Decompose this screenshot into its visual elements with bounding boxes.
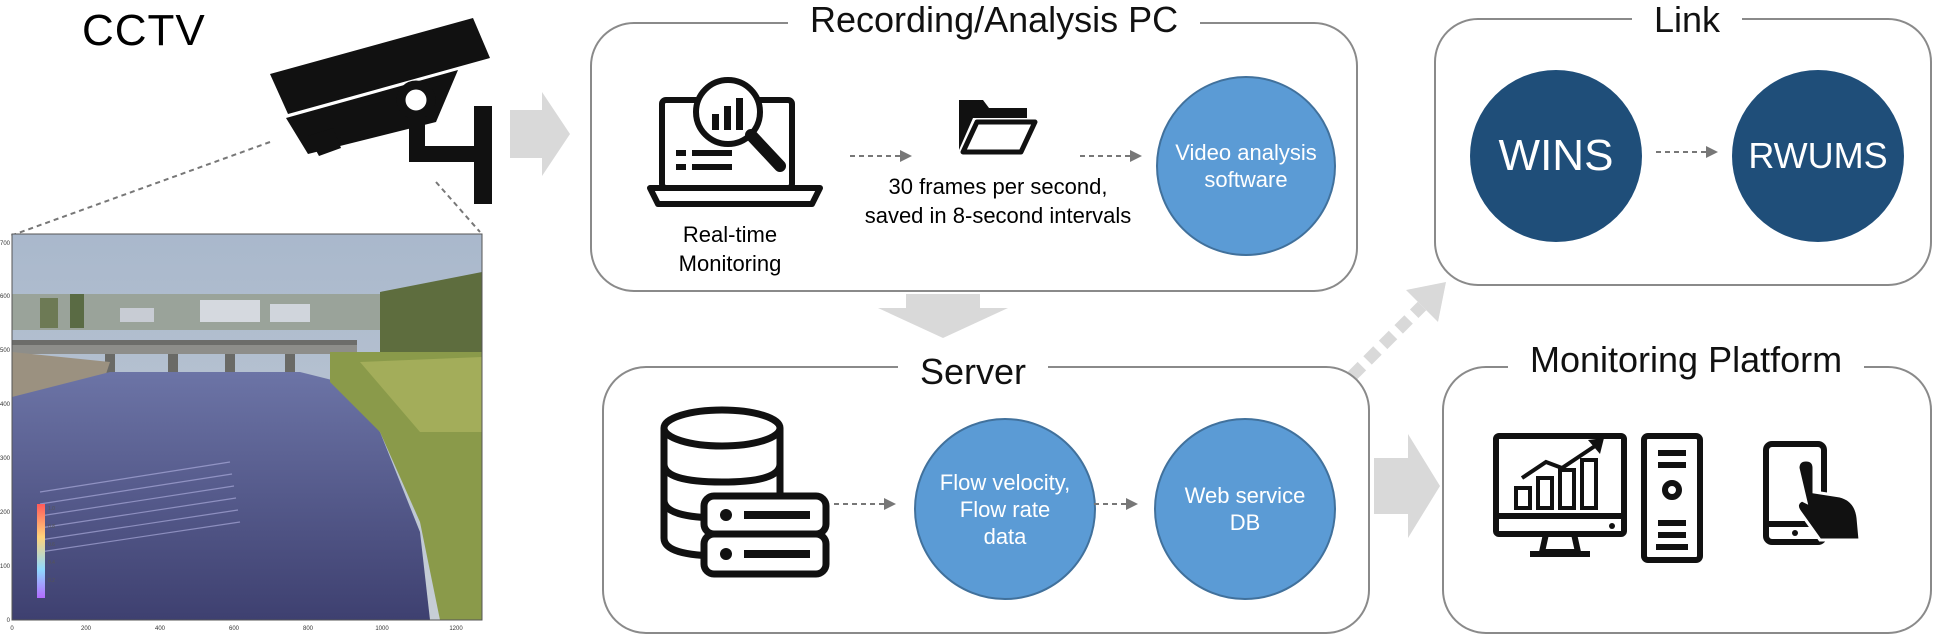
flow-data-node: Flow velocity, Flow rate data: [914, 418, 1096, 600]
legend-tick: 0.2: [48, 578, 55, 584]
x-tick: 200: [81, 626, 92, 632]
y-tick: 0: [7, 618, 11, 624]
arrow-server-to-link: [1347, 282, 1446, 381]
legend-tick: 0.6: [48, 542, 55, 548]
y-tick: 700: [0, 241, 11, 247]
legend-tick: 0.8: [48, 524, 55, 530]
y-tick: 600: [0, 294, 11, 300]
folder-icon: [959, 100, 1038, 155]
wins-label: WINS: [1498, 131, 1614, 180]
y-tick: 400: [0, 402, 11, 408]
y-tick: 200: [0, 510, 11, 516]
cctv-label: CCTV: [82, 6, 206, 55]
video-analysis-software-label: Video analysis software: [1175, 140, 1317, 192]
rwums-label: RWUMS: [1748, 135, 1888, 176]
rwums-node: RWUMS: [1732, 70, 1904, 242]
wins-node: WINS: [1470, 70, 1642, 242]
web-service-db-node: Web service DB: [1154, 418, 1336, 600]
tablet-touch-icon: [1763, 441, 1862, 545]
x-tick: 1000: [375, 626, 389, 632]
arrow-pc-to-server: [878, 294, 1008, 338]
desktop-chart-icon: [1493, 433, 1703, 563]
y-tick: 300: [0, 456, 11, 462]
frames-caption: 30 frames per second, saved in 8-second …: [864, 174, 1132, 228]
legend-tick: 1.0: [48, 506, 55, 512]
arrow-camera-to-pc: [510, 92, 570, 176]
x-tick: 400: [155, 626, 166, 632]
laptop-analytics-icon: [647, 77, 823, 207]
dashed-arrow-folder-to-software: [1080, 150, 1142, 162]
dashed-arrow-wins-to-rwums: [1656, 146, 1718, 158]
recording-panel-title: Recording/Analysis PC: [788, 0, 1201, 40]
x-tick: 0: [10, 626, 14, 632]
video-analysis-software-node: Video analysis software: [1156, 76, 1336, 256]
link-panel-title: Link: [1632, 0, 1743, 40]
x-tick: 800: [303, 626, 314, 632]
server-panel-title: Server: [898, 352, 1049, 392]
flow-data-label: Flow velocity, Flow rate data: [939, 469, 1071, 549]
cctv-river-plot: 1.0 0.8 0.6 0.4 0.2 700 600 500 400 300 …: [0, 232, 486, 634]
database-server-icon: [660, 406, 830, 578]
y-tick: 100: [0, 564, 11, 570]
dashed-arrow-monitor-to-folder: [850, 150, 912, 162]
dashed-arrow-db-to-flow: [834, 498, 896, 510]
monitoring-panel-title: Monitoring Platform: [1508, 340, 1865, 380]
cctv-camera-icon: [270, 18, 492, 204]
x-tick: 600: [229, 626, 240, 632]
y-tick: 500: [0, 348, 11, 354]
dashed-arrow-flow-to-web: [1094, 498, 1138, 510]
web-service-db-label: Web service DB: [1184, 483, 1306, 535]
x-tick: 1200: [449, 626, 463, 632]
legend-tick: 0.4: [48, 560, 55, 566]
realtime-monitoring-caption: Real-time Monitoring: [678, 222, 782, 276]
arrow-server-to-platform: [1374, 434, 1440, 538]
